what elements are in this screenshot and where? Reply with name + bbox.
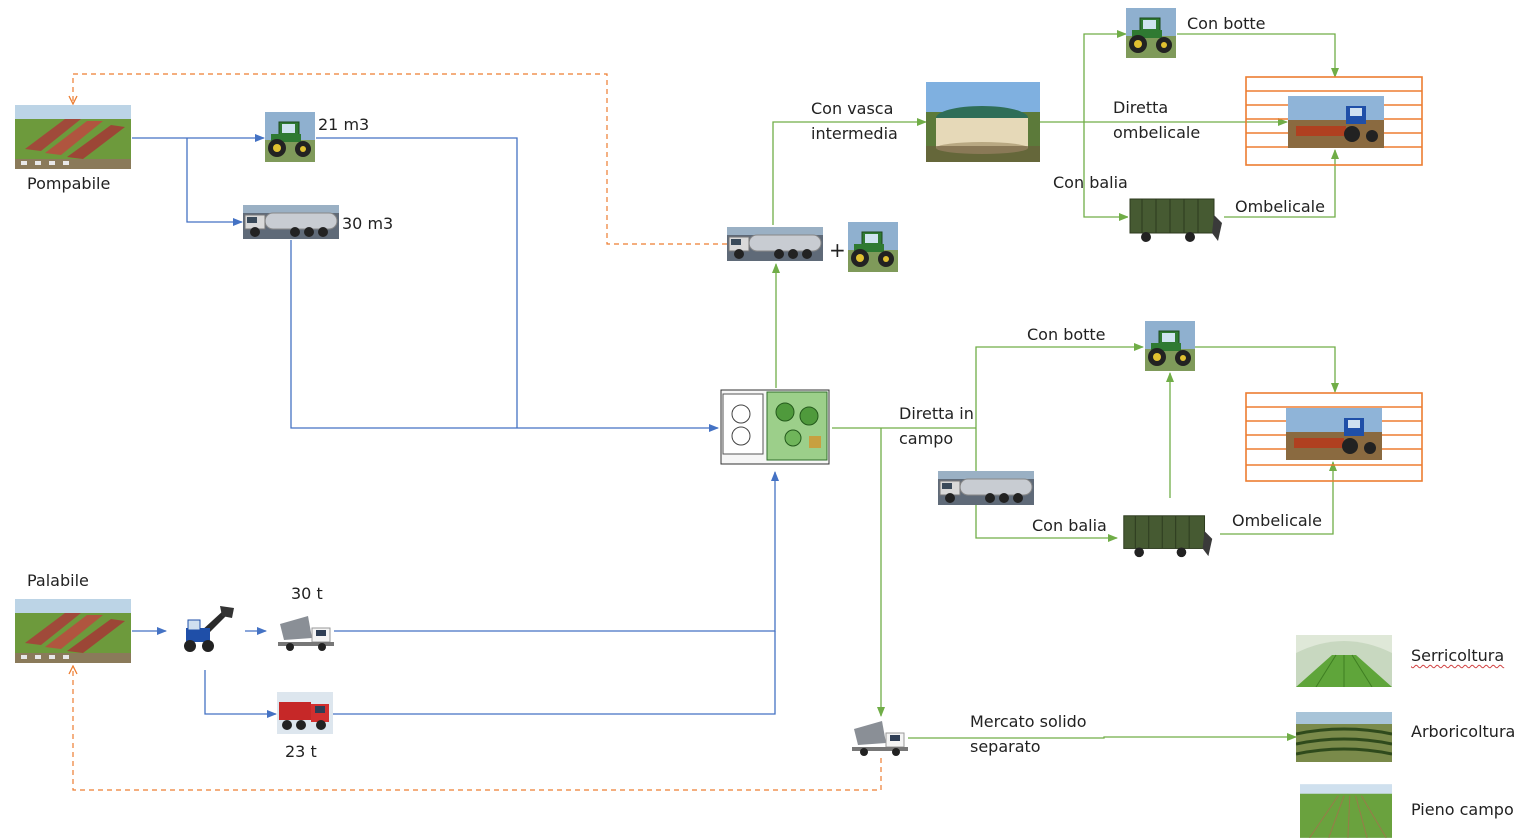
open-field-icon	[1300, 783, 1392, 839]
label-pompabile: Pompabile	[27, 174, 111, 193]
field-grid-mid	[1245, 392, 1423, 482]
greenhouse-icon	[1296, 635, 1392, 687]
label-mercato-solido: Mercato solido	[970, 712, 1087, 731]
label-con-vasca: Con vasca	[811, 99, 894, 118]
label-arboricoltura: Arboricoltura	[1411, 722, 1516, 741]
label-ombelicale-mid: Ombelicale	[1232, 511, 1322, 530]
tractor-icon	[265, 112, 315, 162]
label-30m3: 30 m3	[342, 214, 394, 233]
farm-icon	[15, 105, 131, 169]
label-diretta-in: Diretta in	[899, 404, 974, 423]
label-pieno-campo: Pieno campo	[1411, 800, 1514, 819]
biogas-plant-icon	[719, 388, 831, 468]
field-spreading-icon	[1286, 408, 1382, 460]
container-trailer-icon	[1121, 510, 1215, 560]
label-con-botte-top: Con botte	[1187, 14, 1266, 33]
blue-flows	[132, 134, 779, 718]
label-intermedia: intermedia	[811, 124, 898, 143]
label-campo: campo	[899, 429, 954, 448]
tractor-icon	[848, 222, 898, 272]
label-con-balia-mid: Con balia	[1032, 516, 1107, 535]
tanker-truck-icon	[243, 205, 339, 239]
tractor-icon	[1126, 8, 1176, 58]
dump-truck-icon	[277, 692, 333, 734]
label-separato: separato	[970, 737, 1041, 756]
label-con-botte-mid: Con botte	[1027, 325, 1106, 344]
field-spreading-icon	[1288, 96, 1384, 148]
orange-return-flows	[73, 73, 882, 791]
label-23t: 23 t	[285, 742, 317, 761]
label-serricoltura: Serricoltura	[1411, 646, 1505, 665]
label-ombelicale-top: Ombelicale	[1235, 197, 1325, 216]
label-ombelicale-direct: ombelicale	[1113, 123, 1201, 142]
label-con-balia-top: Con balia	[1053, 173, 1128, 192]
green-flows	[772, 30, 1339, 741]
storage-tank-icon	[926, 82, 1040, 162]
label-30t: 30 t	[291, 584, 323, 603]
plus-sign: +	[829, 238, 846, 262]
label-diretta: Diretta	[1113, 98, 1169, 117]
orchard-icon	[1296, 712, 1392, 762]
tractor-icon	[1145, 321, 1195, 371]
tanker-truck-icon	[727, 226, 823, 262]
container-trailer-icon	[1128, 193, 1224, 245]
dump-truck-icon	[852, 717, 908, 757]
telehandler-icon	[180, 604, 236, 654]
tanker-truck-icon	[938, 471, 1034, 505]
farm-icon	[15, 599, 131, 663]
label-palabile: Palabile	[27, 571, 89, 590]
label-21m3: 21 m3	[318, 115, 370, 134]
dump-truck-icon	[278, 612, 334, 652]
